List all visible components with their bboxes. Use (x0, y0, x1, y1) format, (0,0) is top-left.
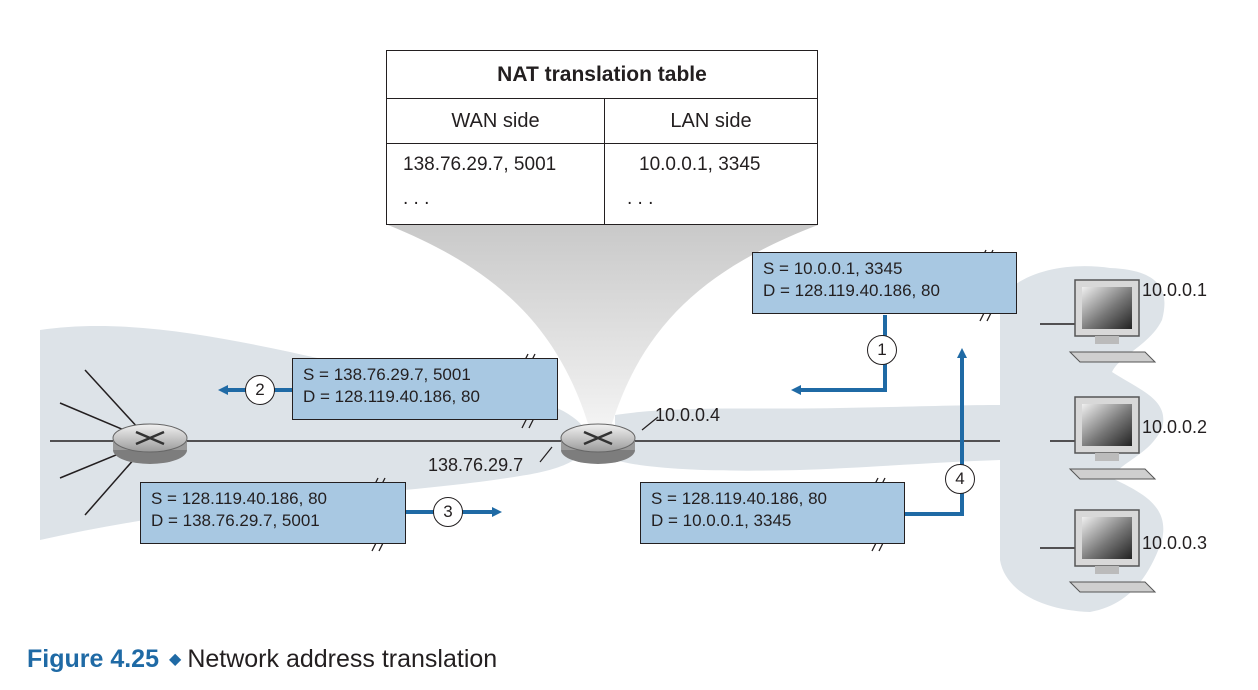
packet-2-source: S = 138.76.29.7, 5001 (303, 365, 471, 384)
host-1-ip-label: 10.0.0.1 (1142, 280, 1208, 300)
packet-4: S = 128.119.40.186, 80 D = 10.0.0.1, 334… (640, 482, 905, 544)
packet-4-dest: D = 10.0.0.1, 3345 (651, 511, 792, 530)
packet-4-source: S = 128.119.40.186, 80 (651, 489, 827, 508)
figure-caption: Figure 4.25 ◆ Network address translation (27, 645, 497, 674)
nat-col-divider (604, 99, 605, 225)
router-left-icon (112, 423, 188, 464)
flow-arrow-4 (905, 348, 967, 516)
nat-col-lan: LAN side (605, 99, 817, 144)
packet-2-dest: D = 128.119.40.186, 80 (303, 387, 480, 406)
figure-caption-text: Network address translation (187, 645, 498, 673)
packet-3: S = 128.119.40.186, 80 D = 138.76.29.7, … (140, 482, 406, 544)
host-computer-2-icon (1068, 396, 1157, 480)
packet-1-dest: D = 128.119.40.186, 80 (763, 281, 940, 300)
lan-cloud (615, 266, 1165, 612)
step-1-marker: 1 (867, 335, 897, 365)
diamond-icon: ◆ (169, 651, 182, 668)
nat-router-icon (560, 423, 636, 464)
host-3-ip-label: 10.0.0.3 (1142, 533, 1208, 553)
figure-number: Figure 4.25 (27, 645, 159, 673)
nat-row1-wan: 138.76.29.7, 5001 (403, 154, 557, 175)
host-2-ip-label: 10.0.0.2 (1142, 417, 1208, 437)
zoom-funnel (388, 225, 818, 430)
packet-1-source: S = 10.0.0.1, 3345 (763, 259, 903, 278)
step-3-marker: 3 (433, 497, 463, 527)
router-wan-ip-label: 138.76.29.7 (428, 455, 524, 475)
nat-row1-lan: 10.0.0.1, 3345 (639, 154, 761, 175)
host-computer-3-icon (1068, 509, 1157, 593)
nat-table-title: NAT translation table (387, 51, 817, 99)
packet-3-source: S = 128.119.40.186, 80 (151, 489, 327, 508)
host-computer-1-icon (1068, 279, 1157, 363)
packet-2: S = 138.76.29.7, 5001 D = 128.119.40.186… (292, 358, 558, 420)
step-2-marker: 2 (245, 375, 275, 405)
nat-row2-lan: . . . (627, 188, 654, 209)
step-4-marker: 4 (945, 464, 975, 494)
packet-3-dest: D = 138.76.29.7, 5001 (151, 511, 320, 530)
router-lan-ip-label: 10.0.0.4 (655, 405, 721, 425)
nat-translation-table: NAT translation table WAN side LAN side … (386, 50, 818, 225)
packet-1: S = 10.0.0.1, 3345 D = 128.119.40.186, 8… (752, 252, 1017, 314)
nat-row2-wan: . . . (403, 188, 430, 209)
nat-col-wan: WAN side (387, 99, 604, 144)
